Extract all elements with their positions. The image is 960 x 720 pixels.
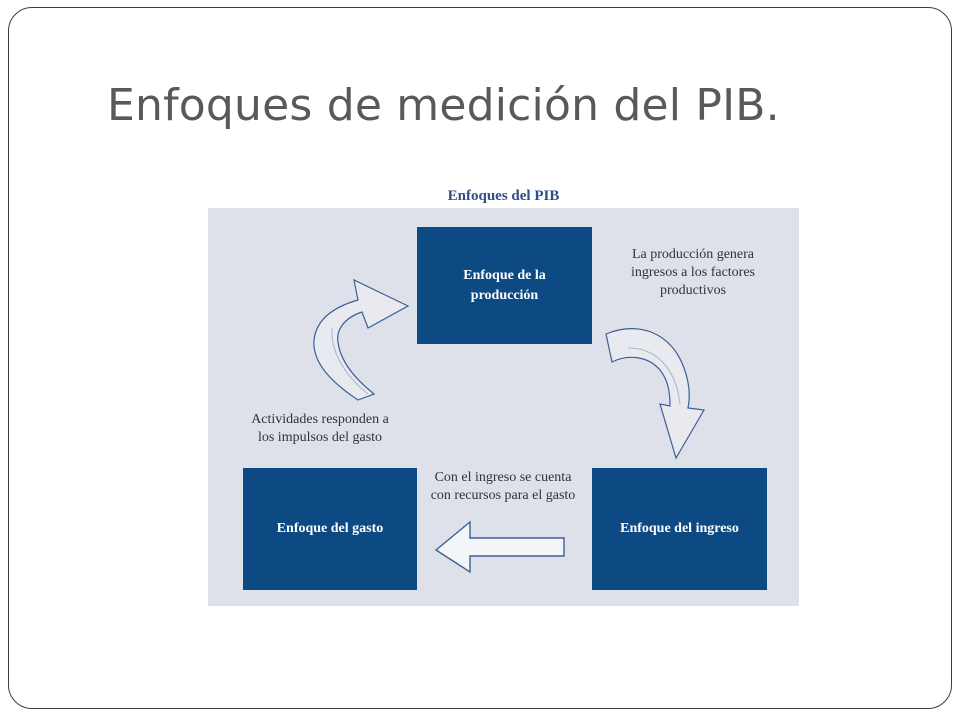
note-produccion-genera-ingresos: La producción genera ingresos a los fact… bbox=[630, 247, 756, 298]
box-enfoque-gasto: Enfoque del gasto bbox=[243, 468, 417, 590]
arrow-produccion-to-ingreso bbox=[605, 328, 705, 460]
box-enfoque-ingreso: Enfoque del ingreso bbox=[592, 468, 767, 590]
box-enfoque-produccion-label: Enfoque de la producción bbox=[463, 267, 546, 303]
arrows-layer bbox=[313, 278, 705, 574]
note-ingreso-recursos-gasto: Con el ingreso se cuenta con recursos pa… bbox=[430, 470, 576, 503]
diagram-panel: Enfoque de la producción Enfoque del gas… bbox=[208, 208, 799, 606]
diagram-title: Enfoques del PIB bbox=[447, 188, 560, 204]
box-enfoque-gasto-label: Enfoque del gasto bbox=[276, 521, 384, 536]
slide-title: Enfoques de medición del PIB. bbox=[107, 80, 780, 131]
note-actividades-responden: Actividades responden a los impulsos del… bbox=[251, 412, 389, 445]
box-enfoque-produccion: Enfoque de la producción bbox=[417, 227, 592, 344]
box-enfoque-ingreso-label: Enfoque del ingreso bbox=[620, 521, 739, 536]
arrow-ingreso-to-gasto bbox=[434, 520, 565, 574]
arrow-gasto-to-produccion bbox=[313, 278, 410, 401]
